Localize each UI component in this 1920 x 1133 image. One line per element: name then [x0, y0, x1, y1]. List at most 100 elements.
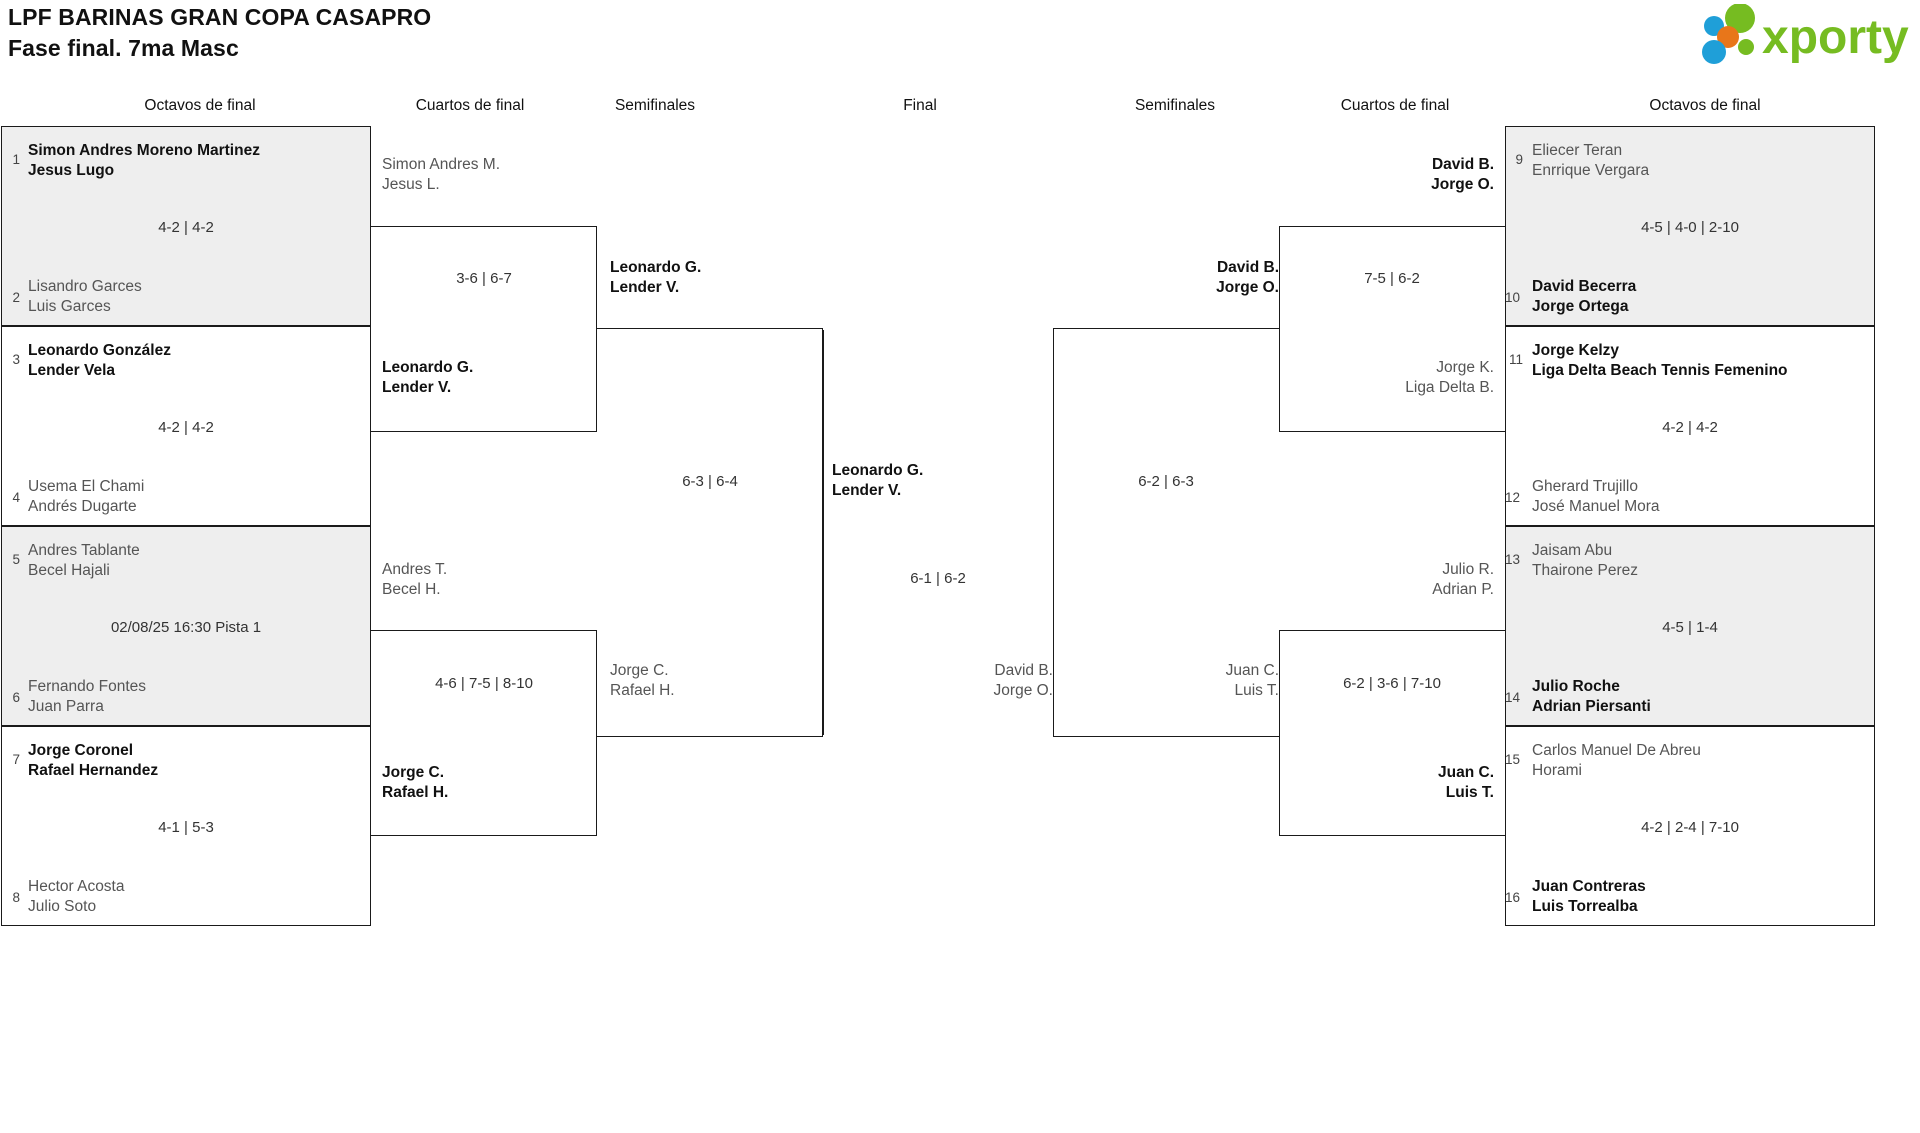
team-name: Eliecer Teran Enrrique Vergara [1532, 141, 1649, 180]
player-2: Lender Vela [28, 361, 116, 379]
player-2: Luis T. [1234, 681, 1279, 699]
team-name: Hector Acosta Julio Soto [28, 877, 125, 916]
player-2: Jorge O. [993, 681, 1053, 699]
player-2: Liga Delta Beach Tennis Femenino [1532, 361, 1788, 379]
player-1: Jorge K. [1436, 359, 1494, 376]
match-score: 6-1 | 6-2 [910, 570, 966, 587]
round-header-right-cuartos: Cuartos de final [1340, 97, 1450, 114]
player-2: Luis Garces [28, 297, 111, 315]
match-score: 4-2 | 4-2 [158, 219, 214, 236]
player-2: Luis Torrealba [1532, 897, 1638, 915]
player-1: Juan Contreras [1532, 878, 1646, 895]
team-name: Leonardo González Lender Vela [28, 341, 171, 380]
player-1: Usema El Chami [28, 478, 145, 495]
player-2: Andrés Dugarte [28, 497, 137, 515]
page-title: LPF BARINAS GRAN COPA CASAPRO [8, 4, 432, 30]
match-box-left-octavos-4[interactable] [1, 726, 371, 926]
player-1: Simon Andres Moreno Martinez [28, 142, 260, 159]
player-1: Julio R. [1442, 561, 1494, 578]
team-name: Andres Tablante Becel Hajali [28, 541, 140, 580]
player-2: Julio Soto [28, 897, 97, 915]
player-1: Julio Roche [1532, 678, 1620, 695]
player-1: David B. [994, 662, 1053, 679]
team-name: Jorge Coronel Rafael Hernandez [28, 741, 158, 780]
seed-number: 1 [12, 152, 20, 167]
seed-number: 4 [12, 490, 20, 505]
team-name: Leonardo G. Lender V. [832, 461, 923, 500]
xporty-logo: xporty [1700, 4, 1910, 64]
match-box-right-octavos-4[interactable] [1505, 726, 1875, 926]
player-2: Lender V. [610, 278, 680, 296]
player-1: Andres T. [382, 561, 448, 578]
team-name: Juan Contreras Luis Torrealba [1532, 877, 1646, 916]
player-2: Becel H. [382, 580, 441, 598]
match-box-right-octavos-3[interactable] [1505, 526, 1875, 726]
seed-number: 6 [12, 690, 20, 705]
team-name: David B. Jorge O. [1279, 155, 1494, 194]
player-1: Jaisam Abu [1532, 542, 1613, 559]
player-1: Gherard Trujillo [1532, 478, 1638, 495]
seed-number: 8 [12, 890, 20, 905]
connector-right-cuartos-1 [1279, 226, 1505, 432]
match-box-right-octavos-2[interactable] [1505, 326, 1875, 526]
team-name: Gherard Trujillo José Manuel Mora [1532, 477, 1660, 516]
seed-number: 9 [1515, 152, 1523, 167]
match-score: 4-5 | 4-0 | 2-10 [1641, 219, 1739, 236]
player-1: Jorge Kelzy [1532, 342, 1620, 359]
seed-number: 13 [1504, 552, 1520, 567]
player-1: Jorge C. [382, 764, 445, 781]
page-subtitle: Fase final. 7ma Masc [8, 35, 239, 61]
player-1: Leonardo G. [610, 259, 702, 276]
seed-number: 14 [1504, 690, 1520, 705]
team-name: Jorge K. Liga Delta B. [1279, 358, 1494, 397]
team-name: Carlos Manuel De Abreu Horami [1532, 741, 1701, 780]
team-name: Leonardo G. Lender V. [382, 358, 473, 397]
player-2: Jesus L. [382, 175, 440, 193]
seed-number: 12 [1504, 490, 1520, 505]
seed-number: 3 [12, 352, 20, 367]
player-2: José Manuel Mora [1532, 497, 1660, 515]
seed-number: 5 [12, 552, 20, 567]
team-name: Jorge C. Rafael H. [382, 763, 448, 802]
player-2: Juan Parra [28, 697, 104, 715]
match-box-left-octavos-3[interactable] [1, 526, 371, 726]
match-score: 6-2 | 3-6 | 7-10 [1343, 675, 1441, 692]
seed-number: 2 [12, 290, 20, 305]
seed-number: 11 [1508, 352, 1523, 367]
player-2: Jesus Lugo [28, 161, 115, 179]
player-2: Luis T. [1445, 783, 1494, 801]
team-name: Andres T. Becel H. [382, 560, 447, 599]
connector-right-semis-1 [1053, 328, 1279, 737]
player-1: Leonardo González [28, 342, 171, 359]
match-score: 4-2 | 4-2 [158, 419, 214, 436]
match-score: 4-1 | 5-3 [158, 819, 214, 836]
team-name: David Becerra Jorge Ortega [1532, 277, 1636, 316]
team-name: Simon Andres M. Jesus L. [382, 155, 500, 194]
round-header-final: Final [903, 97, 937, 114]
team-name: Jorge C. Rafael H. [610, 661, 675, 700]
player-1: Juan C. [1438, 764, 1494, 781]
round-header-left-cuartos: Cuartos de final [415, 97, 525, 114]
player-1: Juan C. [1225, 662, 1279, 679]
team-name: Jaisam Abu Thairone Perez [1532, 541, 1638, 580]
player-2: Jorge O. [1431, 175, 1494, 193]
match-score: 7-5 | 6-2 [1364, 270, 1420, 287]
team-name: Fernando Fontes Juan Parra [28, 677, 146, 716]
player-2: Jorge O. [1216, 278, 1279, 296]
player-2: Rafael Hernandez [28, 761, 159, 779]
player-1: Carlos Manuel De Abreu [1532, 742, 1701, 759]
player-1: Simon Andres M. [382, 156, 501, 173]
match-box-right-octavos-1[interactable] [1505, 126, 1875, 326]
player-1: David Becerra [1532, 278, 1637, 295]
connector-left-semis-1 [597, 328, 823, 737]
player-2: Enrrique Vergara [1532, 161, 1650, 179]
match-box-left-octavos-2[interactable] [1, 326, 371, 526]
team-name: Jorge Kelzy Liga Delta Beach Tennis Feme… [1532, 341, 1788, 380]
match-score: 4-5 | 1-4 [1662, 619, 1718, 636]
match-score: 6-3 | 6-4 [682, 473, 738, 490]
team-name: Lisandro Garces Luis Garces [28, 277, 142, 316]
match-box-left-octavos-1[interactable] [1, 126, 371, 326]
player-2: Lender V. [832, 481, 902, 499]
player-1: Jorge C. [610, 662, 669, 679]
player-1: Leonardo G. [382, 359, 474, 376]
